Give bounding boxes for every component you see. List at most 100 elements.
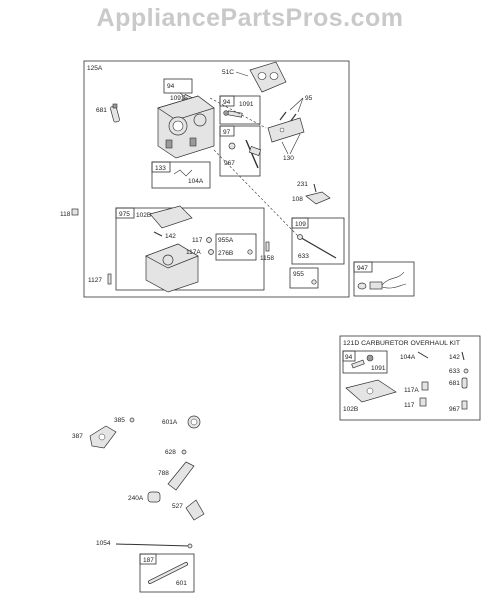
callout-967: 967 (224, 160, 235, 167)
clamp-inner (190, 418, 198, 426)
solenoid-947: 947 (353, 261, 415, 297)
kit-callout-681: 681 (449, 380, 460, 387)
cable-1054 (115, 543, 193, 549)
callout-947: 947 (357, 265, 368, 272)
box-947-label (353, 261, 373, 273)
screw-95-a (279, 111, 287, 121)
gasket-102B (149, 205, 193, 229)
hose-inner (148, 562, 188, 584)
callout-276B: 276B (218, 250, 233, 257)
carb-nub-2 (189, 137, 197, 147)
screw-231-shaft (313, 183, 317, 193)
kit-part-633 (463, 368, 469, 374)
callout-102B: 102B (136, 212, 151, 219)
callout-1158: 1158 (260, 255, 274, 262)
box-97-label (219, 125, 235, 137)
kit-callout-104A: 104A (400, 354, 416, 361)
callout-142: 142 (165, 233, 176, 240)
callout-955: 955 (293, 271, 304, 278)
callout-633: 633 (298, 253, 309, 260)
box-975-label (115, 207, 135, 219)
box-133 (151, 161, 211, 189)
callout-118: 118 (60, 211, 71, 218)
callout-133: 133 (155, 165, 166, 172)
kit-jet-117 (419, 397, 427, 407)
callout-975: 975 (119, 211, 130, 218)
callout-387: 387 (72, 433, 83, 440)
lower-parts: 385 387 601A 628 788 240A 527 1054 (72, 415, 205, 593)
kit-needle-681 (461, 377, 468, 389)
kit-box-94-label (342, 350, 356, 362)
washer-outer (228, 142, 236, 150)
float-bowl (145, 243, 199, 293)
spring-shape (173, 169, 193, 177)
bracket-shape (305, 191, 331, 205)
callout-601: 601 (176, 580, 187, 587)
cable-end (187, 543, 193, 549)
callout-104A: 104A (188, 178, 204, 185)
lever-788 (167, 461, 195, 491)
dash-line-2 (213, 149, 299, 237)
callout-51C: 51C (222, 69, 234, 76)
callout-94-a: 94 (167, 83, 175, 90)
callout-130: 130 (283, 155, 294, 162)
kit-callout-142: 142 (449, 354, 460, 361)
box-955A (215, 233, 257, 261)
gasket-51C (249, 61, 287, 93)
callout-1127: 1127 (88, 277, 102, 284)
callout-117A: 117A (186, 249, 201, 256)
box-975 (115, 207, 265, 291)
callout-527: 527 (172, 503, 183, 510)
carb-nub-1 (165, 139, 173, 149)
solenoid-ring (357, 282, 367, 290)
box-187-label (139, 553, 157, 565)
kit-spring-104A (417, 351, 429, 359)
kit-callout-102B: 102B (343, 406, 358, 413)
part-385 (129, 417, 135, 423)
carburetor-assembly: 125A 51C 94 1091 94 1091 95 (60, 60, 350, 298)
float-bowl-top (145, 243, 199, 269)
box-955 (289, 267, 319, 289)
callout-681: 681 (96, 107, 107, 114)
callout-109: 109 (295, 221, 306, 228)
callout-231: 231 (297, 181, 308, 188)
screw-shaft (227, 110, 243, 118)
bracket-387 (89, 425, 117, 449)
lever-shape (167, 461, 195, 491)
part-955 (311, 279, 317, 285)
leader-95-a (289, 97, 304, 111)
overhaul-kit: 121D CARBURETOR OVERHAUL KIT 94 1091 104… (339, 335, 481, 421)
gasket-hole-right (269, 72, 279, 80)
callout-95: 95 (305, 95, 313, 102)
leader-130-b (289, 133, 301, 155)
box-94-b (219, 95, 261, 125)
pin-142 (153, 231, 163, 237)
kit-screw-head (366, 354, 374, 362)
kit-gasket-102B (345, 379, 397, 403)
jet-117 (206, 237, 212, 243)
plate-130-shape (267, 117, 305, 143)
assembly-125A-frame (83, 60, 350, 298)
jet-117A (208, 249, 214, 255)
callout-788: 788 (158, 470, 169, 477)
box-109 (291, 217, 345, 265)
screw-1127 (107, 273, 112, 285)
pin-142-shaft (153, 231, 163, 237)
plate-130 (267, 117, 305, 143)
shaft-lever (248, 146, 262, 156)
kit-callout-117A: 117A (404, 387, 419, 394)
solenoid-body (369, 281, 383, 290)
gasket-102B-shape (149, 205, 193, 229)
oring-276B (247, 249, 253, 255)
clamp-601A (187, 415, 201, 429)
watermark: AppliancePartsPros.com (96, 4, 404, 32)
part-240A (147, 491, 161, 503)
kit-pin-142 (461, 351, 465, 361)
dash-line-1 (209, 97, 267, 129)
kit-screw-shaft (351, 359, 365, 369)
callout-117: 117 (192, 237, 203, 244)
hose-187 (148, 562, 188, 584)
shaft-967 (245, 139, 262, 169)
leader-51C (235, 71, 249, 77)
